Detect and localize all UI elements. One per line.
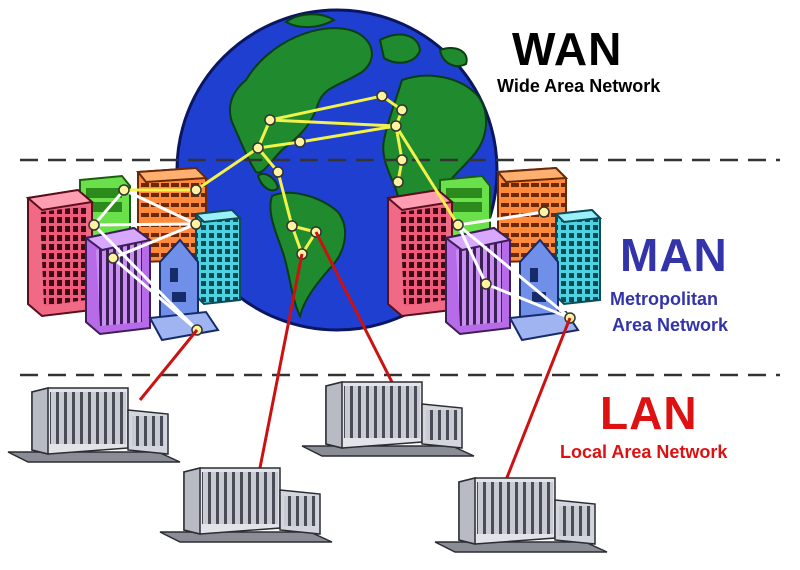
office-building-icon bbox=[7, 387, 181, 463]
office-building-icon bbox=[301, 381, 475, 457]
lan-links bbox=[138, 231, 572, 481]
wan-title: WAN bbox=[512, 23, 623, 75]
office-building-icon bbox=[434, 477, 608, 553]
wan-subtitle: Wide Area Network bbox=[497, 76, 661, 96]
man-subtitle-line1: Metropolitan bbox=[610, 289, 718, 309]
lan-title: LAN bbox=[600, 387, 698, 439]
man-subtitle-line2: Area Network bbox=[612, 315, 729, 335]
office-building-icon bbox=[159, 467, 333, 543]
lan-subtitle: Local Area Network bbox=[560, 442, 728, 462]
man-title: MAN bbox=[620, 229, 728, 281]
